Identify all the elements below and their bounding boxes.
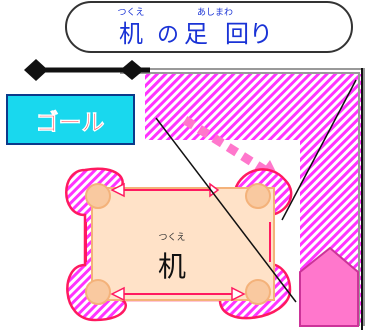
desk-label: 机 — [158, 250, 186, 283]
title-kanji-2: 足 — [184, 20, 208, 48]
title-rest: 回り — [225, 20, 273, 48]
desk-leg-bottom-left — [85, 279, 111, 305]
title-ruby-1: つくえ — [117, 7, 144, 18]
goal-label: ゴール — [36, 109, 105, 136]
desk-ruby: つくえ — [158, 232, 185, 243]
desk: つくえ 机 — [85, 183, 275, 305]
goal-marker: ゴール — [6, 94, 135, 145]
start-rail — [24, 59, 150, 81]
desk-leg-top-right — [245, 183, 271, 209]
robot-marker — [299, 246, 359, 327]
desk-leg-top-left — [85, 183, 111, 209]
route-arrows — [85, 182, 271, 302]
wall-zone — [145, 74, 365, 324]
sight-lines — [155, 79, 357, 303]
title-particle: の — [157, 23, 179, 48]
title-ruby-2: あしまわ — [197, 7, 233, 18]
wall-lines — [120, 68, 365, 330]
title-kanji-1: 机 — [119, 20, 143, 48]
desk-leg-bottom-right — [245, 279, 271, 305]
title-box: つくえ あしまわ 机 の 足 回り — [65, 1, 353, 53]
